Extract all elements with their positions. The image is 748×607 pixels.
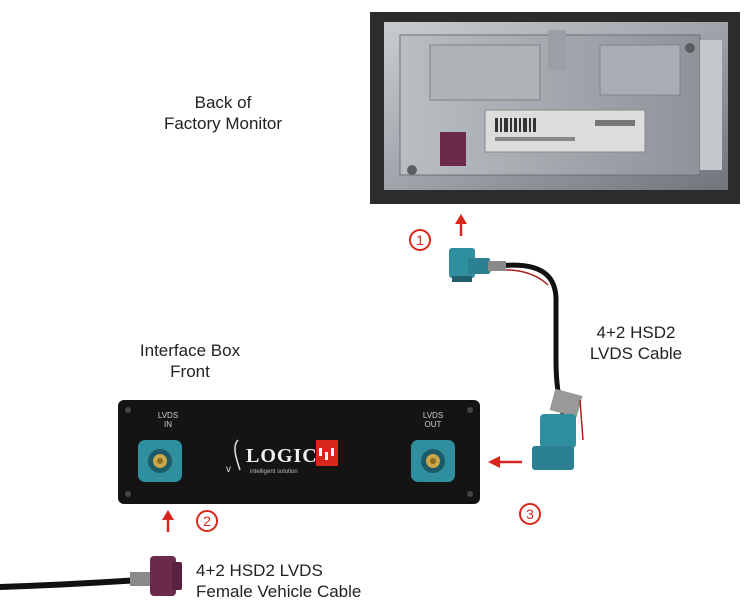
monitor-lvds-port — [440, 132, 466, 166]
lvds-cable-label-line-2: LVDS Cable — [589, 344, 683, 364]
logo-tagline: intelligent solution — [250, 469, 298, 475]
lvds-cable-label: 4+2 HSD2 LVDS Cable — [576, 322, 696, 365]
connector-3-teal — [532, 388, 584, 470]
connector-2-purple — [130, 556, 182, 596]
dip-switch — [316, 440, 338, 466]
factory-monitor-image — [370, 12, 740, 204]
monitor-label: Back of Factory Monitor — [128, 92, 318, 135]
step-3-marker: 3 — [519, 503, 541, 525]
step-1-marker: 1 — [409, 229, 431, 251]
port-out-label: LVDS — [423, 411, 443, 420]
step-2-number: 2 — [203, 513, 211, 529]
monitor-label-line-1: Back of — [194, 93, 252, 112]
monitor-label-line-2: Factory Monitor — [163, 114, 283, 134]
interface-box: LVDS IN LVDS OUT v LOGIC intelligent sol… — [118, 400, 480, 504]
lvds-in-port — [138, 440, 182, 482]
arrow-left-3 — [488, 456, 522, 468]
port-in-label: LVDS — [158, 411, 178, 420]
arrow-up-2 — [162, 510, 174, 532]
logo-brand: LOGIC — [246, 445, 318, 467]
lvds-cable-label-line-1: 4+2 HSD2 — [596, 323, 676, 342]
female-cable-label-line-1: 4+2 HSD2 LVDS — [196, 561, 323, 580]
arrow-up-1 — [455, 214, 467, 236]
interface-box-label-line-2: Front — [170, 362, 210, 382]
svg-text:v: v — [226, 464, 231, 475]
step-3-number: 3 — [526, 506, 534, 522]
female-cable-label-line-2: Female Vehicle Cable — [196, 582, 362, 602]
step-2-marker: 2 — [196, 510, 218, 532]
interface-box-label-line-1: Interface Box — [139, 341, 241, 360]
port-out-label-2: OUT — [425, 420, 442, 429]
connector-1-teal — [449, 248, 506, 282]
vehicle-cable — [0, 577, 141, 590]
step-1-number: 1 — [416, 232, 424, 248]
monitor-label-barcode — [495, 118, 635, 141]
female-cable-label: 4+2 HSD2 LVDS Female Vehicle Cable — [196, 560, 361, 603]
logic-logo: v LOGIC intelligent solution — [226, 439, 318, 475]
interface-box-label: Interface Box Front — [100, 340, 280, 383]
lvds-out-port — [411, 440, 455, 482]
port-in-label-2: IN — [164, 420, 172, 429]
